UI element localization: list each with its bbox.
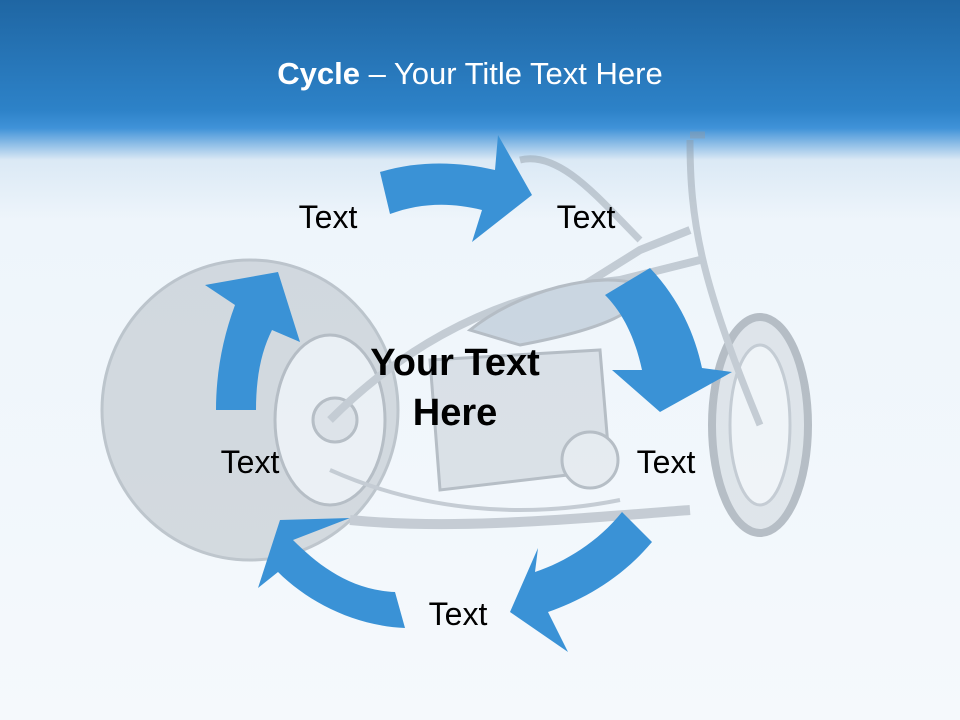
title-bar: Cycle – Your Title Text Here: [0, 0, 960, 130]
cycle-node-4: Text: [428, 596, 488, 632]
exhaust: [349, 505, 691, 530]
arrow-left: [205, 272, 300, 410]
rear-hub: [273, 333, 387, 507]
title-rest: – Your Title Text Here: [360, 56, 663, 91]
front-wheel: [708, 313, 812, 537]
cycle-node-1: Text: [298, 199, 358, 235]
handlebar: [519, 131, 705, 243]
engine: [428, 348, 612, 492]
frame: [327, 226, 701, 423]
arrow-top: [380, 135, 532, 242]
arrow-lower-left: [258, 518, 405, 628]
title-bold: Cycle: [277, 56, 360, 91]
cycle-node-5: Text: [220, 444, 280, 480]
arrow-right: [605, 268, 732, 412]
center-text-line-2: Here: [412, 392, 498, 434]
front-fork: [686, 139, 764, 427]
center-text-line-1: Your Text: [370, 342, 540, 384]
cycle-node-3: Text: [636, 444, 696, 480]
cycle-node-2: Text: [556, 199, 616, 235]
slide-title: Cycle – Your Title Text Here: [0, 56, 940, 92]
center-text: Your Text Here: [330, 338, 580, 438]
arrow-lower-right: [510, 512, 652, 652]
